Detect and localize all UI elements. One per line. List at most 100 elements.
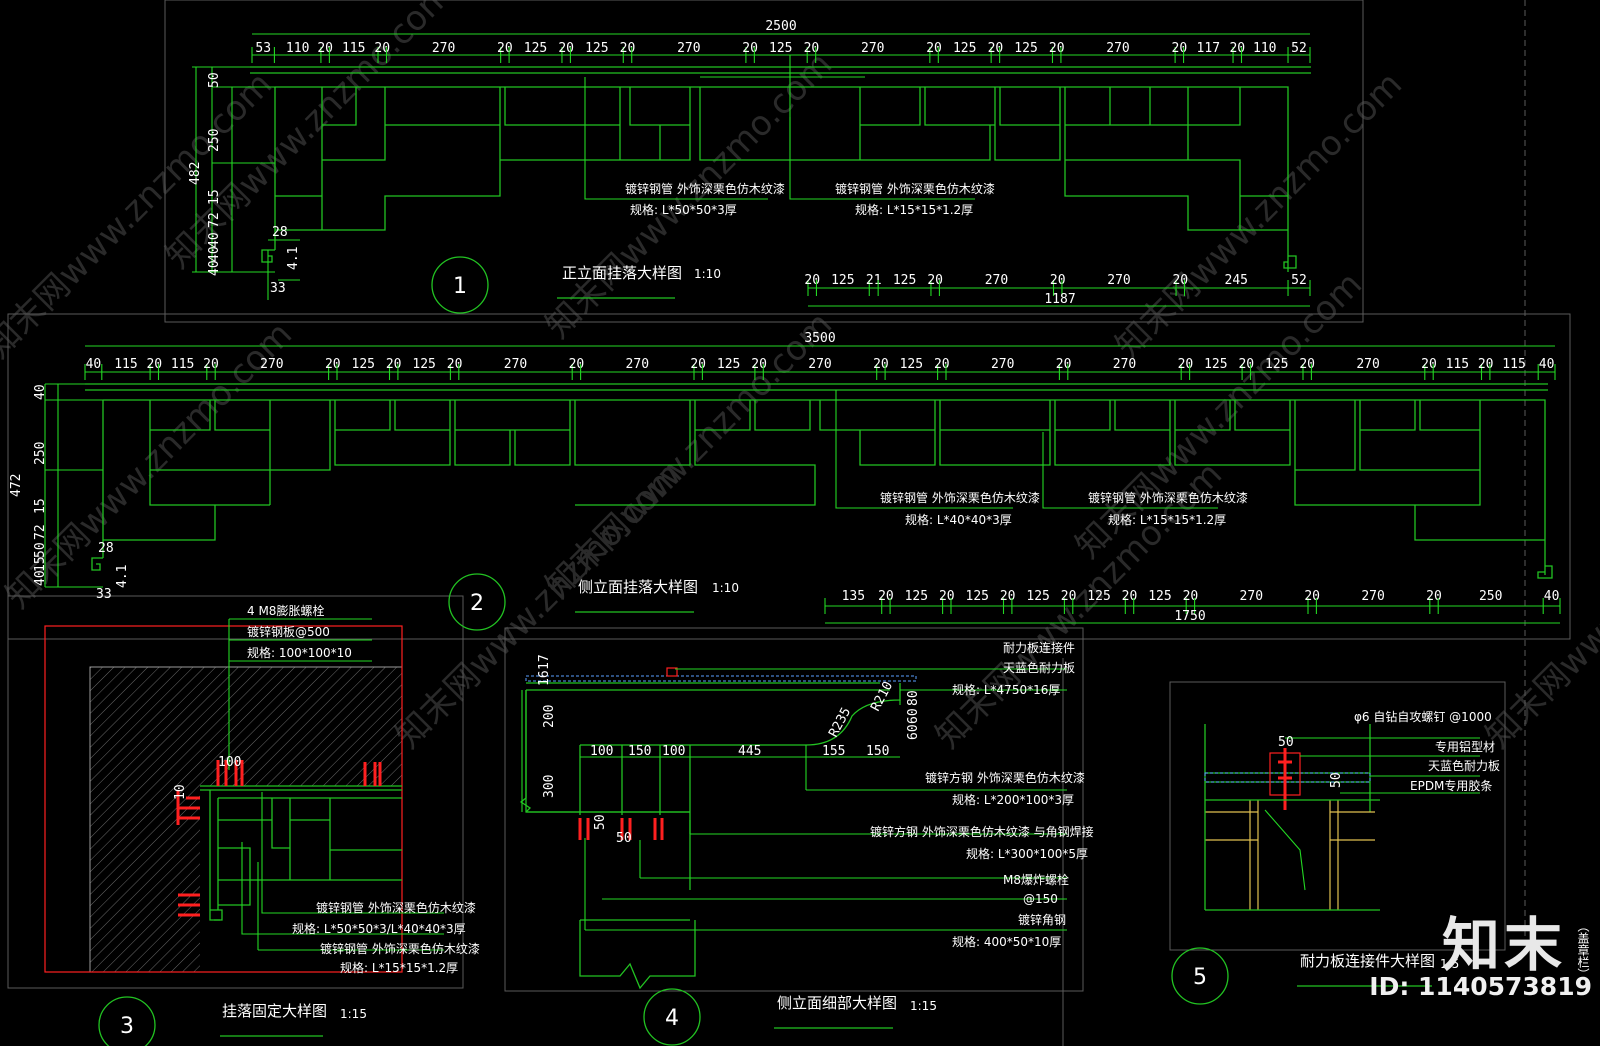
drawing-2-dim-left: 472	[9, 474, 24, 497]
drawing-2-dim-left: 50	[33, 542, 48, 558]
drawing-4-note: M8爆炸螺栓	[1003, 872, 1069, 887]
drawing-1-top-dim-value: 52	[1291, 41, 1307, 56]
drawing-2-top-dim-value: 40	[1539, 357, 1555, 372]
drawing-4-dim: 200	[542, 705, 557, 728]
drawing-1-top-dim-value: 20	[317, 41, 333, 56]
drawing-2-top-dim-value: 125	[352, 357, 375, 372]
drawing-4-dim: 100	[662, 744, 685, 759]
drawing-2-top-dim-value: 125	[1265, 357, 1288, 372]
drawing-4-title: 侧立面细部大样图	[777, 994, 897, 1012]
drawing-2-top-dim-value: 125	[900, 357, 923, 372]
drawing-1-top-dim-value: 20	[804, 41, 820, 56]
drawing-4-note: 规格: L*4750*16厚	[952, 682, 1060, 697]
drawing-5-number: 5	[1193, 965, 1207, 990]
drawing-1-dim-small: 33	[270, 281, 286, 296]
drawing-3-cutout	[200, 786, 402, 972]
drawing-1-top-dim-value: 125	[769, 41, 792, 56]
drawing-3-dim: 10	[173, 784, 188, 800]
drawing-2-top-dim-value: 20	[1238, 357, 1254, 372]
drawing-4-note: @150	[1023, 892, 1058, 906]
watermark: 知末网www.znzmo.com	[1478, 454, 1600, 756]
drawing-1-bottom-dim-value: 125	[893, 273, 916, 288]
drawing-4-radius: R235	[826, 705, 854, 740]
drawing-4-dim: 80	[906, 690, 921, 706]
drawing-2-top-dim-value: 20	[146, 357, 162, 372]
drawing-3-note-bottom-3: 镀锌钢管 外饰深栗色仿木纹漆	[320, 941, 480, 956]
drawing-1-bottom-dim-value: 20	[804, 273, 820, 288]
drawing-2-top-dim-value: 20	[1299, 357, 1315, 372]
drawing-1-corner-hook	[1283, 255, 1297, 269]
drawing-1-small-dim-lines	[267, 239, 300, 300]
drawing-2-top-dim-value: 270	[808, 357, 831, 372]
drawing-2-top-dim-value: 270	[260, 357, 283, 372]
drawing-2-corner-hook	[1537, 565, 1553, 579]
drawing-1-number-circle	[431, 256, 489, 314]
drawing-4-dim: 17	[537, 654, 552, 670]
drawing-1-top-dim-value: 125	[524, 41, 547, 56]
drawing-2-top-dim-value: 115	[1446, 357, 1469, 372]
drawing-2-top-dim-value: 125	[717, 357, 740, 372]
drawing-1-number: 1	[453, 274, 467, 299]
drawing-3-anchor-bolts	[216, 760, 382, 786]
drawing-4-dim: 60	[906, 708, 921, 724]
drawing-5-break-line	[1264, 809, 1306, 891]
drawing-2-top-dim-value: 20	[751, 357, 767, 372]
drawing-2-dim-left: 250	[33, 442, 48, 465]
drawing-2-top-dim-value: 20	[1421, 357, 1437, 372]
drawing-2-number-circle	[448, 573, 506, 631]
drawing-2-top-dim-value: 270	[626, 357, 649, 372]
drawing-5-outline	[1204, 799, 1380, 911]
drawing-2-top-dim-value: 40	[86, 357, 102, 372]
drawing-4-dim: 445	[738, 744, 761, 759]
drawing-1-bottom-dim-value: 20	[927, 273, 943, 288]
drawing-5-note: 天蓝色耐力板	[1428, 759, 1500, 773]
drawing-5-title: 耐力板连接件大样图	[1300, 952, 1435, 970]
drawing-1-bottom-dim-value: 270	[1107, 273, 1130, 288]
drawing-2-top-dim-value: 125	[412, 357, 435, 372]
drawing-5-number-circle	[1171, 947, 1229, 1005]
drawing-4-break-line	[519, 690, 532, 813]
drawing-3-leaders-top	[228, 618, 372, 770]
drawing-2-top-dim-value: 20	[690, 357, 706, 372]
drawing-4-radius: R210	[868, 679, 896, 714]
drawing-3-scale: 1:15	[340, 1007, 367, 1021]
frame-drawing-3	[7, 595, 464, 989]
drawing-5-steel-section	[1205, 800, 1375, 910]
drawing-2-top-dim-value: 270	[1356, 357, 1379, 372]
drawing-2-dim-left: 40	[33, 570, 48, 586]
frame-drawing-5	[1169, 681, 1506, 951]
drawing-1-dim-left: 40	[207, 246, 222, 262]
drawing-2-dim-small: 4.1	[115, 565, 130, 588]
drawing-5-note: φ6 自钻自攻螺钉 @1000	[1354, 709, 1492, 724]
drawing-2-bottom-dim-value: 20	[1304, 589, 1320, 604]
drawing-3-number: 3	[120, 1014, 134, 1039]
drawing-2-note-a-line-1: 镀锌钢管 外饰深栗色仿木纹漆	[880, 490, 1040, 505]
drawing-1-dim-left: 40	[207, 232, 222, 248]
drawing-1-half-value: 1187	[1044, 292, 1075, 307]
drawing-2-top-dim-value: 20	[1056, 357, 1072, 372]
drawing-3-red-boundary	[44, 625, 403, 973]
drawing-2-top-dim-value: 270	[504, 357, 527, 372]
drawing-1-dim-left: 40	[207, 260, 222, 276]
drawing-4-dim-lines	[521, 690, 900, 812]
drawing-3-note-bottom-2: 规格: L*50*50*3/L*40*40*3厚	[292, 921, 466, 936]
drawing-4-polycarbonate-panel	[525, 675, 917, 682]
drawing-2-bottom-dim-value: 20	[1122, 589, 1138, 604]
drawing-4-top-beam	[526, 682, 890, 691]
drawing-1-note-a-line-1: 镀锌钢管 外饰深栗色仿木纹漆	[625, 181, 785, 196]
drawing-2-bottom-dim-value: 135	[842, 589, 865, 604]
drawing-2-top-dim-value: 270	[991, 357, 1014, 372]
drawing-3-leaders-bottom	[241, 792, 444, 951]
drawing-4-dim: 100	[590, 744, 613, 759]
drawing-2-top-dim-value: 20	[873, 357, 889, 372]
drawing-5-screw	[1278, 748, 1292, 810]
drawing-2-frame-outline	[85, 383, 1548, 575]
drawing-2-bottom-dim-value: 125	[966, 589, 989, 604]
drawing-4-scale: 1:15	[910, 999, 937, 1013]
drawing-2-half-value: 1750	[1174, 609, 1205, 624]
drawing-3-number-circle	[98, 996, 156, 1046]
drawing-2-bottom-dim-value: 20	[1426, 589, 1442, 604]
drawing-1-dim-left: 250	[207, 129, 222, 152]
drawing-4-note: 规格: L*300*100*5厚	[966, 846, 1088, 861]
